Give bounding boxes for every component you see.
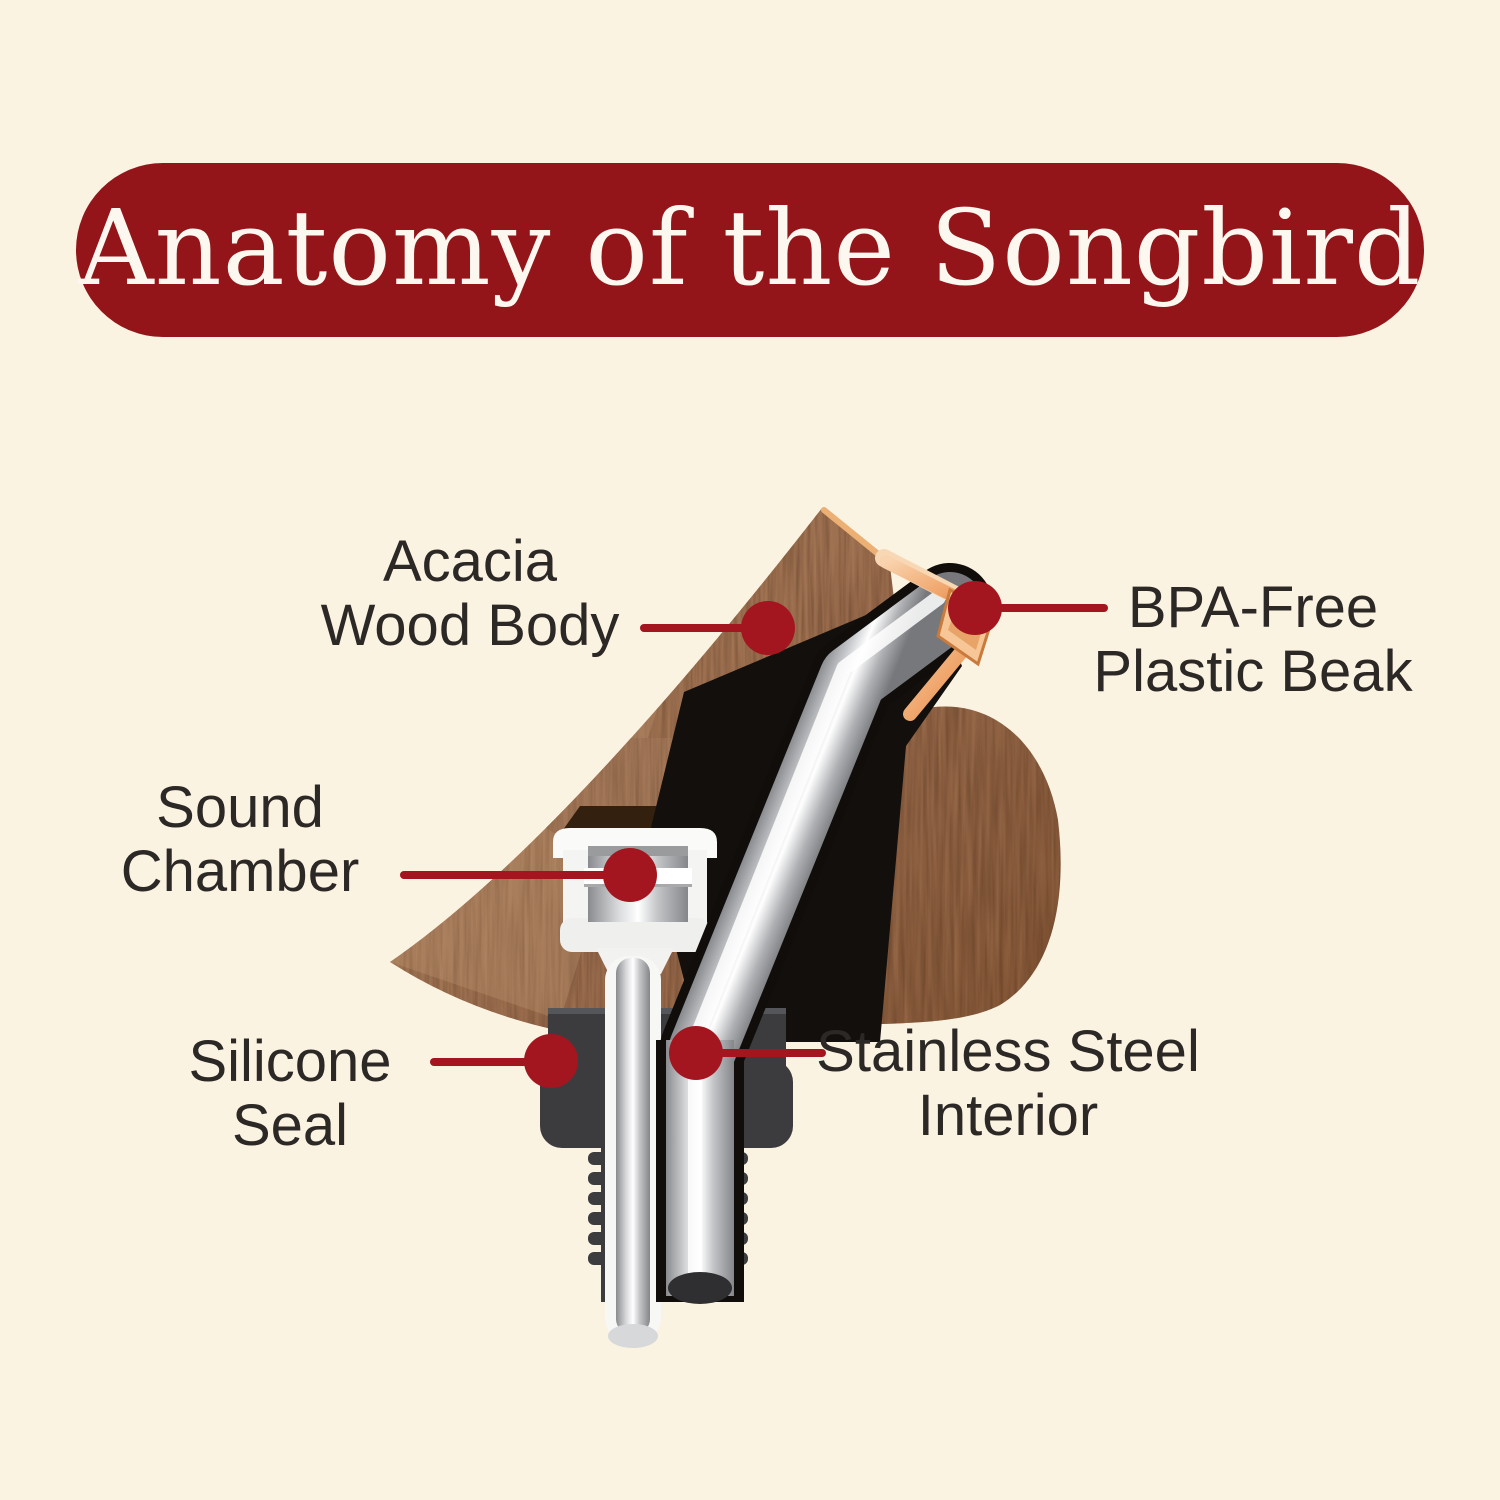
callout-acacia-wood-body: Acacia Wood Body [280,530,660,658]
leader-dot-acacia-wood-body [741,601,795,655]
callout-silicone-seal: Silicone Seal [130,1030,450,1158]
stem-tube-bottom [608,1324,658,1348]
callout-bpa-free-plastic-beak: BPA-Free Plastic Beak [1058,576,1448,704]
callout-label-line: Interior [917,1083,1099,1148]
callout-label-line: Wood Body [320,593,620,658]
leader-line-sound-chamber [400,871,630,879]
leader-dot-stainless-steel-interior [669,1026,723,1080]
leader-dot-bpa-free-plastic-beak [948,581,1002,635]
leader-line-stainless-steel-interior [696,1049,826,1057]
title-banner: Anatomy of the Songbird [76,163,1424,337]
leader-dot-silicone-seal [524,1034,578,1088]
page-title: Anatomy of the Songbird [78,187,1422,309]
callout-label-line: Silicone [188,1029,392,1094]
callout-label-line: BPA-Free [1127,575,1379,640]
callout-label-line: Seal [231,1093,349,1158]
callout-label-line: Sound [156,775,324,840]
leader-line-silicone-seal [430,1058,554,1066]
callout-label-line: Acacia [382,529,558,594]
sound-chamber-stem [605,956,661,1342]
callout-label-line: Plastic Beak [1093,639,1413,704]
callout-sound-chamber: Sound Chamber [80,776,400,904]
leader-line-bpa-free-plastic-beak [975,604,1108,612]
callout-label-line: Stainless Steel [816,1019,1200,1084]
leader-dot-sound-chamber [603,848,657,902]
callout-stainless-steel-interior: Stainless Steel Interior [778,1020,1238,1148]
callout-label-line: Chamber [120,839,360,904]
stainless-steel-tube [608,563,993,1348]
leader-line-acacia-wood-body [640,624,768,632]
